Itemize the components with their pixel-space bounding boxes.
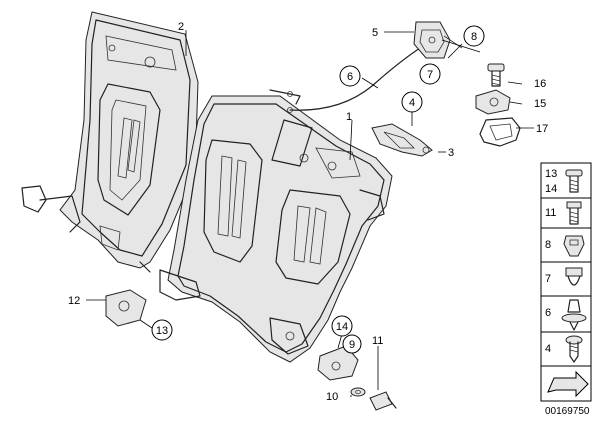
expanding-rivet-icon	[561, 299, 587, 331]
legend-label-6: 6	[545, 307, 551, 319]
part-17-bracket	[479, 117, 521, 147]
push-rivet-icon	[565, 267, 583, 286]
hex-bolt-icon	[566, 201, 582, 225]
right-backrest-frame	[159, 89, 393, 363]
callout-5: 5	[372, 27, 378, 39]
callout-6-circle: 6	[339, 65, 361, 87]
release-cable-assembly	[287, 21, 463, 113]
callout-9-circle: 9	[342, 334, 362, 354]
callout-10: 10	[326, 391, 338, 403]
callout-7-circle: 7	[419, 63, 441, 85]
part-12-bracket	[105, 289, 147, 327]
left-backrest-frame	[21, 11, 199, 273]
document-id: 00169750	[545, 406, 590, 417]
callout-3: 3	[448, 147, 454, 159]
callout-14-circle: 14	[331, 315, 353, 337]
part-10-washer	[350, 387, 366, 397]
callout-13-circle: 13	[151, 319, 173, 341]
callout-17: 17	[536, 123, 548, 135]
callout-6: 6	[347, 71, 353, 83]
callout-4: 4	[409, 97, 415, 109]
legend-label-4: 4	[545, 343, 551, 355]
callout-8: 8	[471, 31, 477, 43]
legend-label-13: 13	[545, 168, 557, 180]
hinge-bracket-part	[371, 123, 433, 157]
callout-1: 1	[346, 111, 352, 123]
clip-nut-icon	[563, 235, 585, 257]
callout-11: 11	[372, 335, 383, 347]
callout-2: 2	[178, 21, 184, 33]
fastener-legend: 13 14 11 8 7 6	[540, 162, 592, 402]
callout-15: 15	[534, 98, 546, 110]
part-11-bolt	[369, 391, 397, 411]
tapping-screw-icon	[565, 335, 583, 363]
callout-7: 7	[427, 69, 433, 81]
direction-arrow-icon	[547, 370, 589, 398]
callout-8-circle: 8	[463, 25, 485, 47]
screw-icon	[565, 169, 583, 193]
part-15-clip	[475, 89, 511, 115]
callout-13: 13	[156, 325, 168, 337]
callout-16: 16	[534, 78, 546, 90]
legend-label-14: 14	[545, 183, 557, 195]
legend-label-7: 7	[545, 273, 551, 285]
callout-14: 14	[336, 321, 348, 333]
callout-12: 12	[68, 295, 80, 307]
callout-4-circle: 4	[401, 91, 423, 113]
legend-label-8: 8	[545, 239, 551, 251]
leader-lines	[86, 30, 534, 397]
part-16-screw	[487, 63, 505, 87]
legend-label-11: 11	[545, 207, 556, 219]
callout-9: 9	[349, 339, 355, 351]
